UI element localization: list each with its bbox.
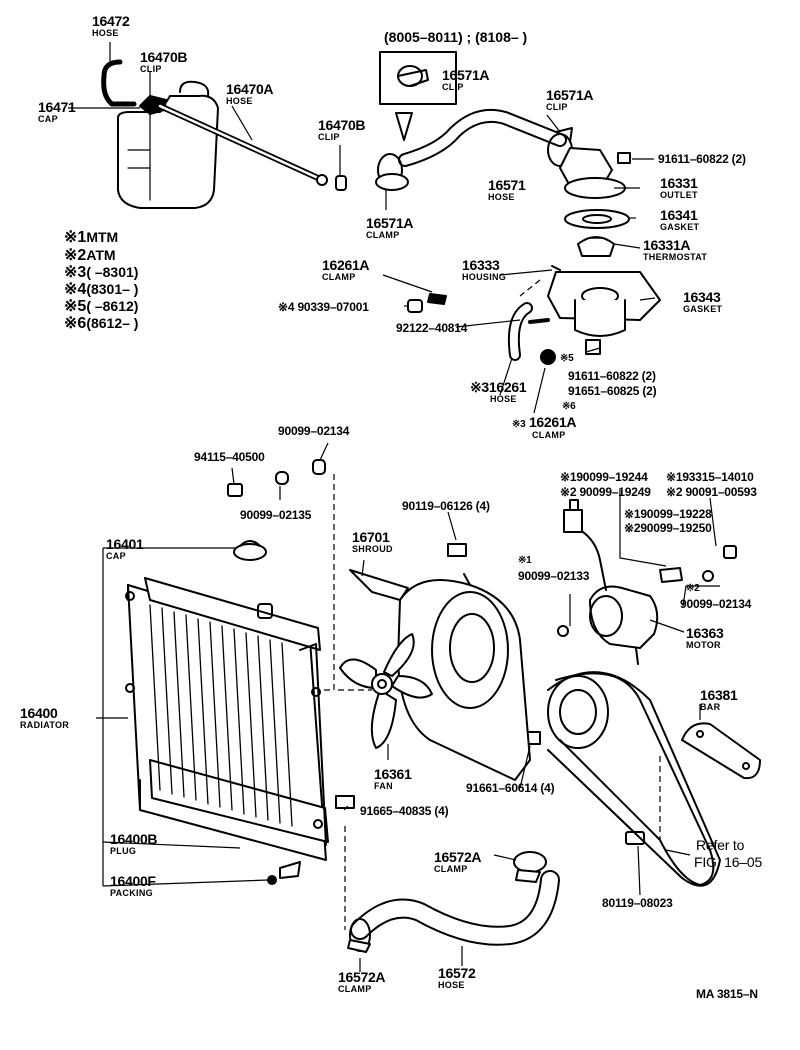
ref-91665-40835: 91665–40835 (4)	[360, 804, 449, 818]
legend-item-2: ※2ATM	[64, 247, 116, 264]
ref-refer-to: Refer to	[696, 837, 745, 853]
lower-hose-drawing	[347, 851, 560, 953]
upper-hose-drawing	[375, 51, 573, 191]
production-date-note: (8005–8011) ; (8108– )	[384, 29, 528, 45]
ref-mark6: ※6	[562, 401, 576, 412]
ref-91611-60822-bot: 91611–60822 (2)	[568, 369, 656, 383]
figure-code: MA 3815–N	[696, 987, 758, 1001]
ref-91661-60614: 91661–60614 (4)	[466, 781, 555, 795]
ref-91611-60822-top: 91611–60822 (2)	[658, 152, 746, 166]
ref-90099-19250: ※290099–19250	[624, 521, 712, 535]
ref-92122-40814: 92122–40814	[396, 321, 468, 335]
ref-90091-00593: ※2 90091–00593	[666, 485, 757, 499]
ref-90099-19244: ※190099–19244	[560, 470, 648, 484]
legend-item-3: ※3( –8301)	[64, 264, 139, 281]
ref-90099-02134-mid: 90099–02134	[680, 597, 752, 611]
ref-80119-08023: 80119–08023	[602, 896, 673, 910]
ref-91651-60825: 91651–60825 (2)	[568, 384, 657, 398]
legend-item-5: ※5( –8612)	[64, 298, 139, 315]
ref-90099-02134-top: 90099–02134	[278, 424, 350, 438]
legend-item-6: ※6(8612– )	[64, 315, 139, 332]
ref-90099-02135: 90099–02135	[240, 508, 312, 522]
belt-drawing	[547, 671, 761, 887]
ref-fig-16-05: FIG. 16–05	[694, 854, 763, 870]
ref-90099-19228: ※190099–19228	[624, 507, 712, 521]
radiator-drawing	[125, 577, 329, 885]
ref-90099-19249: ※2 90099–19249	[560, 485, 651, 499]
ref-94115-40500: 94115–40500	[194, 450, 265, 464]
legend-item-1: ※1MTM	[64, 229, 119, 246]
ref-mark5: ※5	[560, 353, 574, 364]
ref-mark2: ※2	[686, 583, 700, 594]
reservoir-tank-drawing	[101, 59, 347, 209]
ref-mark1: ※1	[518, 555, 532, 566]
shroud-fan-drawing	[339, 569, 531, 781]
motor-drawing	[557, 499, 737, 665]
legend-item-4: ※4(8301– )	[64, 281, 139, 298]
ref-90339-07001: ※4 90339–07001	[278, 300, 369, 314]
ref-90119-06126: 90119–06126 (4)	[402, 499, 490, 513]
loose-fasteners-drawing	[227, 459, 541, 809]
outlet-housing-drawing	[528, 147, 661, 365]
ref-93315-14010: ※193315–14010	[666, 470, 754, 484]
ref-90099-02133: 90099–02133	[518, 569, 590, 583]
